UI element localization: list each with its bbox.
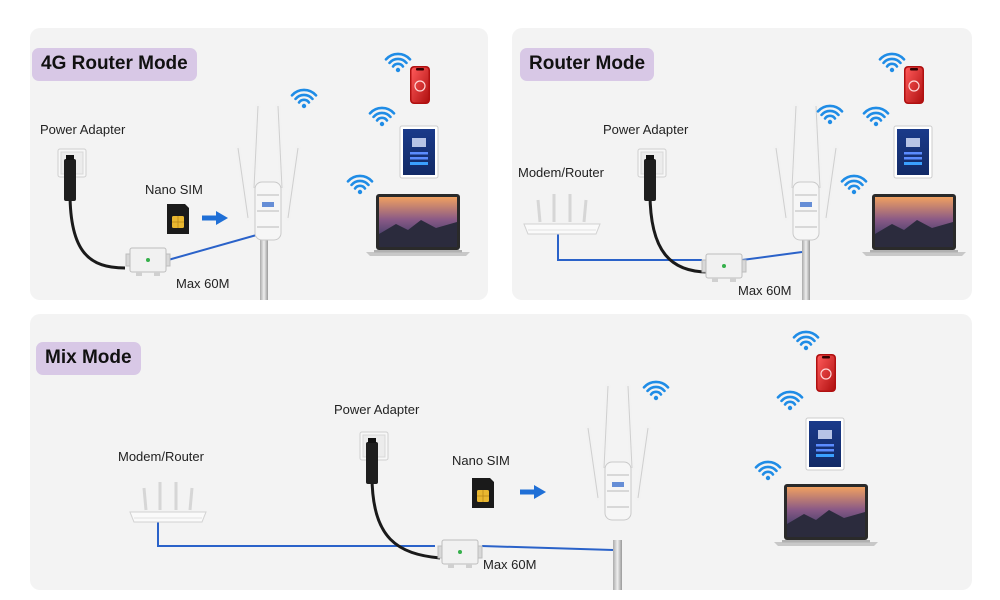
power-cable	[648, 192, 709, 274]
power-adapter-label: Power Adapter	[40, 122, 126, 137]
wifi-icon	[642, 374, 670, 402]
mounting-pole	[802, 228, 810, 300]
power-cable	[370, 475, 441, 560]
wifi-icon	[346, 168, 374, 196]
wifi-icon	[754, 454, 782, 482]
antenna-router-icon	[238, 106, 298, 240]
wifi-icon	[792, 324, 820, 352]
phone-icon	[903, 65, 925, 105]
ethernet-cable	[157, 520, 435, 547]
arrow-right-icon	[520, 485, 546, 499]
wifi-icon	[816, 98, 844, 126]
panel-router-mode: Router Mode Power Adapter Modem/Router M…	[512, 28, 972, 300]
ethernet-cable	[741, 251, 803, 261]
antenna-router-icon	[776, 106, 836, 240]
ethernet-cable	[481, 545, 614, 551]
panel-router-diagram	[522, 46, 966, 300]
ethernet-cable	[557, 234, 702, 261]
ethernet-cable	[167, 233, 261, 261]
wifi-icon	[384, 46, 412, 74]
modem-router-icon	[128, 480, 208, 524]
laptop-icon	[774, 484, 878, 546]
poe-injector-icon	[701, 253, 747, 283]
modem-router-label: Modem/Router	[118, 449, 204, 464]
modem-router-label: Modem/Router	[518, 165, 604, 180]
power-plug-icon	[57, 148, 87, 202]
panel-4g-router-mode: 4G Router Mode Power Adapter Nano SIM Ma…	[30, 28, 488, 300]
panel-mix-mode: Mix Mode Power Adapter Modem/Router Nano…	[30, 314, 972, 590]
tablet-icon	[893, 125, 933, 179]
cable-length-label: Max 60M	[483, 557, 537, 572]
wifi-icon	[878, 46, 906, 74]
antenna-router-icon	[588, 386, 648, 520]
cable-length-label: Max 60M	[738, 283, 792, 298]
power-plug-icon	[359, 431, 389, 485]
power-adapter-label: Power Adapter	[603, 122, 689, 137]
phone-icon	[409, 65, 431, 105]
mode-title: Router Mode	[520, 48, 655, 81]
mode-title: 4G Router Mode	[32, 48, 197, 81]
wifi-icon	[776, 384, 804, 412]
panel-4g-diagram	[57, 46, 470, 300]
power-adapter-label: Power Adapter	[334, 402, 420, 417]
laptop-icon	[366, 194, 470, 256]
sim-card-icon	[471, 477, 495, 509]
power-plug-icon	[637, 148, 667, 202]
nano-sim-label: Nano SIM	[452, 453, 510, 468]
cable-length-label: Max 60M	[176, 276, 230, 291]
wifi-icon	[368, 100, 396, 128]
poe-injector-icon	[437, 539, 483, 569]
poe-injector-icon	[125, 247, 171, 277]
laptop-icon	[862, 194, 966, 256]
arrow-right-icon	[202, 211, 228, 225]
tablet-icon	[399, 125, 439, 179]
tablet-icon	[805, 417, 845, 471]
phone-icon	[815, 353, 837, 393]
power-cable	[68, 192, 126, 270]
mode-title: Mix Mode	[36, 342, 141, 375]
sim-card-icon	[166, 203, 190, 235]
panel-mix-diagram	[128, 324, 878, 590]
nano-sim-label: Nano SIM	[145, 182, 203, 197]
wifi-icon	[840, 168, 868, 196]
mounting-pole	[260, 218, 268, 300]
mounting-pole	[613, 540, 622, 590]
wifi-icon	[862, 100, 890, 128]
wifi-icon	[290, 82, 318, 110]
modem-router-icon	[522, 192, 602, 236]
